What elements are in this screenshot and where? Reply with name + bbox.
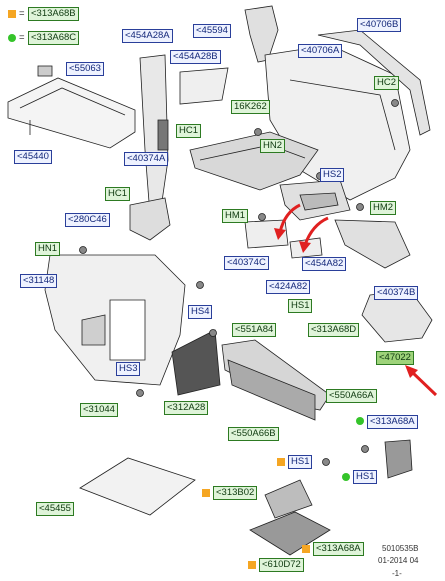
screw: [196, 281, 204, 289]
callout-550a66b: <550A66B: [228, 427, 279, 441]
callout-610d72: <610D72: [259, 558, 304, 572]
screw: [209, 329, 217, 337]
footer-ref: 5010535B: [382, 544, 419, 553]
green-dot-icon: [356, 417, 364, 425]
callout-551a84: <551A84: [232, 323, 277, 337]
legend-code-green: <313A68C: [28, 31, 80, 45]
screw: [322, 458, 330, 466]
callout-hc1-lower: HC1: [105, 187, 131, 201]
trim-40374b: [334, 219, 411, 269]
strip-40706b: [317, 29, 431, 136]
screw: [356, 203, 364, 211]
callout-hc2: HC2: [374, 76, 400, 90]
callout-312a28: <312A28: [164, 401, 209, 415]
callout-280c46: <280C46: [65, 213, 110, 227]
floor-mat: [79, 457, 196, 516]
callout-hs1-right: HS1: [353, 470, 378, 484]
callout-550a66a: <550A66A: [326, 389, 377, 403]
callout-313b02: <313B02: [213, 486, 258, 500]
footer-date: 01-2014 04: [378, 556, 419, 565]
trim-40374c: [244, 219, 289, 249]
clip-55063: [37, 65, 53, 77]
screw: [391, 99, 399, 107]
legend-code-orange: <313A68B: [28, 7, 79, 21]
legend-equals: =: [19, 32, 25, 43]
callout-hn1: HN1: [35, 242, 61, 256]
panel-454a28b: [179, 67, 229, 105]
callout-45594: <45594: [193, 24, 231, 38]
callout-40374c: <40374C: [224, 256, 269, 270]
parcel-shelf: [7, 77, 136, 149]
callout-hc1-upper: HC1: [176, 124, 202, 138]
callout-16k262: 16K262: [231, 100, 270, 114]
grille-312a28: [171, 329, 221, 396]
orange-square-icon: [8, 10, 16, 18]
callout-313a68d: <313A68D: [308, 323, 360, 337]
callout-424a82: <424A82: [266, 280, 311, 294]
orange-square-icon: [248, 561, 256, 569]
red-arrow-3: [410, 370, 438, 397]
callout-45455: <45455: [36, 502, 74, 516]
callout-hm1: HM1: [222, 209, 249, 223]
orange-square-icon: [277, 458, 285, 466]
cover-313b02: [264, 479, 313, 519]
orange-square-icon: [302, 545, 310, 553]
callout-454a28b: <454A28B: [170, 50, 221, 64]
legend-equals: =: [19, 8, 25, 19]
green-dot-icon: [8, 34, 16, 42]
green-dot-icon: [342, 473, 350, 481]
callout-hs1-bottom: HS1: [288, 455, 313, 469]
callout-hs3: HS3: [116, 362, 141, 376]
callout-40706a: <40706A: [298, 44, 343, 58]
screw: [361, 445, 369, 453]
orange-square-icon: [202, 489, 210, 497]
screw: [79, 246, 87, 254]
callout-45440: <45440: [14, 150, 52, 164]
callout-47022: <47022: [376, 351, 414, 365]
callout-31044: <31044: [80, 403, 118, 417]
callout-40374b: <40374B: [374, 286, 419, 300]
callout-hm2: HM2: [370, 201, 397, 215]
screw: [136, 389, 144, 397]
callout-hs4: HS4: [188, 305, 213, 319]
callout-hn2: HN2: [260, 139, 286, 153]
callout-hs1-mid: HS1: [288, 299, 313, 313]
footer-page: -1-: [392, 569, 402, 578]
latch-313a68a: [384, 439, 413, 479]
callout-hs2: HS2: [320, 168, 345, 182]
callout-313a68a-right: <313A68A: [367, 415, 418, 429]
callout-31148: <31148: [20, 274, 58, 288]
callout-40706b: <40706B: [357, 18, 402, 32]
callout-454a28a: <454A28A: [122, 29, 173, 43]
bezel-610d72: [249, 511, 331, 556]
callout-40374a: <40374A: [124, 152, 169, 166]
callout-454a82: <454A82: [302, 257, 347, 271]
red-arrow-2: [303, 216, 329, 246]
scuff-plate: [189, 131, 319, 191]
screw: [258, 213, 266, 221]
screw: [254, 128, 262, 136]
callout-55063: <55063: [66, 62, 104, 76]
red-arrow-1: [278, 203, 301, 233]
callout-313a68a-bottom: <313A68A: [313, 542, 364, 556]
bracket-280c46: [129, 197, 171, 241]
